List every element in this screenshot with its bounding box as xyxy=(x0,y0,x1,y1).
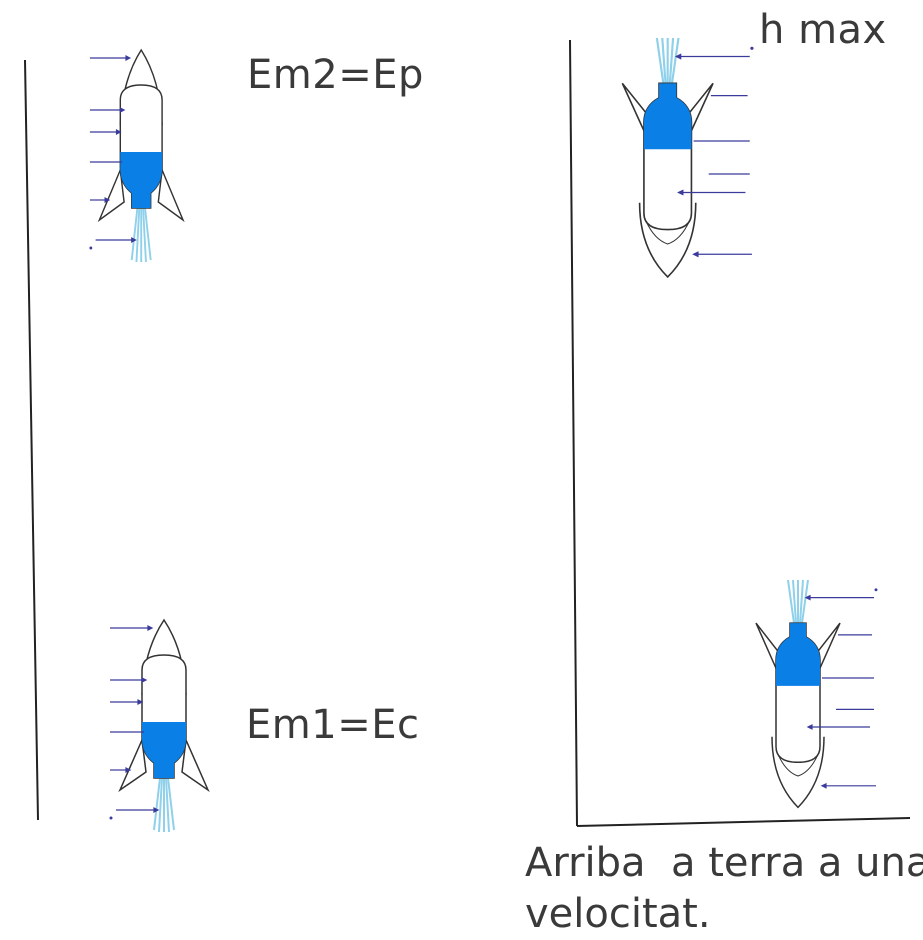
caption-line-2: velocitat. xyxy=(525,891,711,937)
rocket-bottom-left xyxy=(108,619,209,833)
energy-label-top: Em2=Ep xyxy=(247,52,424,98)
right-ground-line xyxy=(576,817,911,827)
caption-line-1: Arriba a terra a una xyxy=(525,840,923,886)
left-height-axis xyxy=(24,59,39,821)
energy-label-bottom: Em1=Ec xyxy=(246,702,420,748)
rocket-bottom-right xyxy=(755,579,879,809)
rocket-top-left xyxy=(88,49,184,263)
right-height-axis xyxy=(569,39,578,827)
rocket-top-right xyxy=(621,36,755,279)
caption: Arriba a terra a una velocitat. xyxy=(525,838,923,940)
max-height-label: h max xyxy=(759,7,887,53)
